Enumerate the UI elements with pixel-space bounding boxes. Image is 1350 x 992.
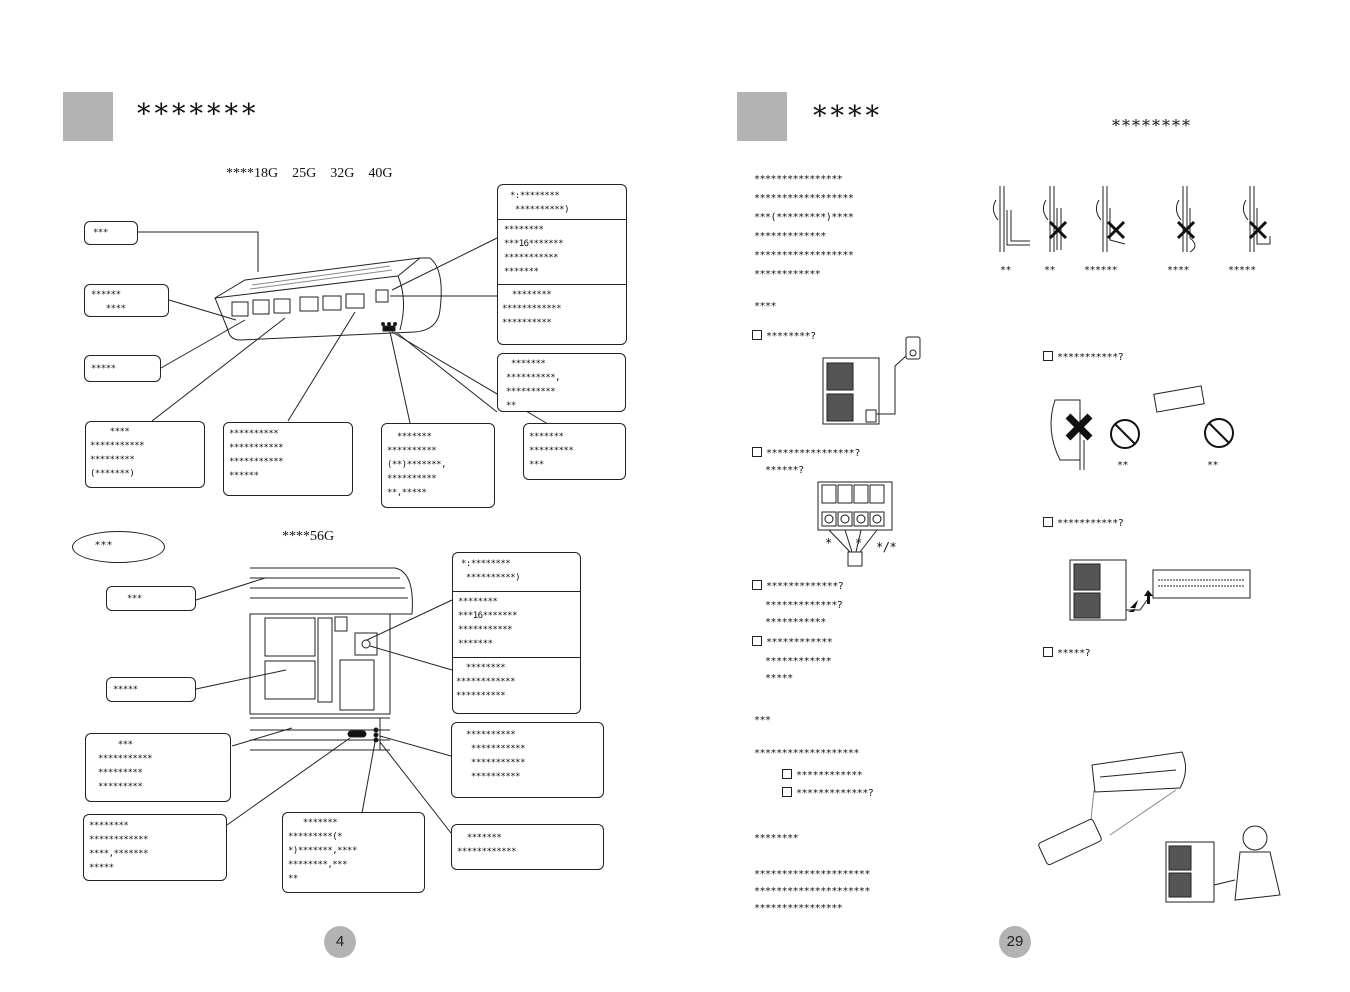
- callout-box-2: ****** ****: [84, 284, 169, 317]
- control-panel-callout: *:******** **********) ******** ***16***…: [497, 184, 627, 345]
- pipe-label-3: ******: [1084, 265, 1118, 276]
- terminal-label-2: *: [855, 536, 862, 550]
- right-check-6: *************?: [782, 787, 874, 801]
- control-panel-callout-56g: *:******** **********) ******** ***16***…: [452, 552, 581, 714]
- checkbox-icon: [782, 769, 792, 779]
- callout-box-13: ******* *********(* *)*******,**** *****…: [282, 812, 425, 893]
- callout-box-1: ***: [84, 221, 138, 245]
- right-check-9: *****?: [1043, 647, 1091, 661]
- right-check-7: ***********?: [1043, 351, 1124, 365]
- right-paragraph-2: *******************: [754, 748, 859, 759]
- checkbox-icon: [752, 580, 762, 590]
- check-7-label-1: **: [1117, 460, 1129, 471]
- indoor-unit-illustration: [214, 257, 442, 341]
- callout-box-4: **** *********** ********* (*******): [85, 421, 205, 488]
- model-list-heading: ****18G 25G 32G 40G: [226, 166, 393, 181]
- checkbox-icon: [1043, 351, 1053, 361]
- checkbox-icon: [1043, 517, 1053, 527]
- callout-box-5: ********** *********** *********** *****…: [223, 422, 353, 496]
- right-check-3-sub: *************? ***********: [765, 600, 843, 628]
- pipe-label-4: ****: [1167, 265, 1190, 276]
- pipe-label-1: **: [1000, 265, 1012, 276]
- right-paragraph-3: ********************* ******************…: [754, 869, 870, 914]
- terminal-label-3: */*: [876, 540, 897, 554]
- right-check-2: ****************?: [752, 447, 860, 461]
- remote-control-scene-illustration: [1038, 751, 1281, 903]
- indoor-unit-56g-illustration: [249, 567, 413, 751]
- right-heading-1: ****: [754, 301, 777, 312]
- left-page-title: *******: [137, 99, 260, 130]
- callout-box-8: ******* **********, ********** **: [497, 353, 626, 412]
- right-check-8: ***********?: [1043, 517, 1124, 531]
- checkbox-icon: [752, 330, 762, 340]
- left-page-number: 4: [324, 926, 356, 958]
- callout-box-3: *****: [84, 355, 161, 382]
- checkbox-icon: [1043, 647, 1053, 657]
- prohibited-icon: [1110, 418, 1234, 449]
- pipe-diagram-bad-1: [1042, 186, 1062, 252]
- callout-box-15: ******* ************: [451, 824, 604, 870]
- right-heading-3: ********: [754, 833, 799, 844]
- right-section-marker: [737, 92, 787, 141]
- right-check-4-sub: ************ *****: [765, 656, 832, 684]
- left-section-marker: [63, 92, 113, 141]
- outdoor-unit-with-meter-illustration: [822, 336, 921, 425]
- right-check-2-sub: ******?: [754, 465, 804, 476]
- checkbox-icon: [752, 636, 762, 646]
- right-check-1: ********?: [752, 330, 816, 344]
- pipe-diagram-ok: [992, 186, 1030, 252]
- right-paragraph-1: **************** ****************** ***(…: [754, 174, 854, 280]
- arrow-icon: [1128, 590, 1153, 612]
- callout-box-12: ******** ************ ****,******* *****: [83, 814, 227, 881]
- right-check-3: *************?: [752, 580, 844, 594]
- wall-unit-warning-illustration: [1050, 385, 1205, 470]
- callout-box-7: ******* ********* ***: [523, 423, 626, 480]
- cross-mark-icon: [1048, 220, 1268, 240]
- callout-box-14: ********** *********** *********** *****…: [451, 722, 604, 798]
- callout-box-6: ******* ********** (**)*******, ********…: [381, 423, 495, 508]
- model-56g-oval: ***: [72, 531, 165, 563]
- check-7-label-2: **: [1207, 460, 1219, 471]
- right-page-title: ****: [813, 101, 883, 132]
- pipe-diagram-bad-2: [1095, 186, 1126, 252]
- right-heading-2: ***: [754, 715, 771, 726]
- outdoor-indoor-connection-illustration: [1069, 559, 1251, 621]
- model-56g-heading: ****56G: [282, 529, 335, 544]
- terminal-label-1: *: [825, 536, 832, 550]
- pipe-diagram-bad-4: [1242, 186, 1271, 252]
- pipe-routing-diagrams: [992, 186, 1271, 253]
- checkbox-icon: [782, 787, 792, 797]
- right-page-number: 29: [999, 926, 1031, 958]
- terminal-block-illustration: [817, 481, 893, 567]
- callout-box-11: *** *********** ********* *********: [85, 733, 231, 802]
- right-check-5: ************: [782, 769, 863, 783]
- checkbox-icon: [752, 447, 762, 457]
- pipe-label-5: *****: [1228, 265, 1256, 276]
- callout-box-9: ***: [106, 586, 196, 611]
- callout-box-10: *****: [106, 677, 196, 702]
- pipe-diagram-bad-3: [1175, 186, 1196, 253]
- pipe-label-2: **: [1044, 265, 1056, 276]
- right-check-4: ************: [752, 636, 833, 650]
- big-cross-icon: [1065, 413, 1093, 441]
- right-side-title: ********: [1112, 116, 1192, 135]
